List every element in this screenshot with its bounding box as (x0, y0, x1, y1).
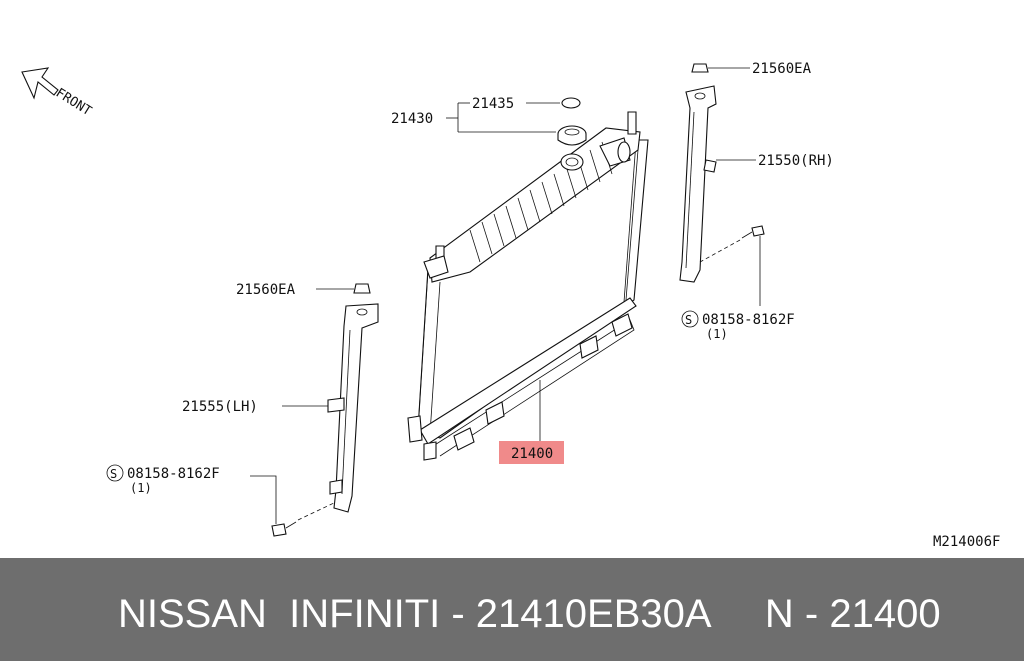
bolt-rh (699, 225, 765, 306)
bracket-lh (327, 303, 379, 513)
diagram-reference: M214006F (933, 534, 1000, 550)
grommet-rh (691, 63, 750, 73)
grommet-lh (316, 283, 371, 294)
label-grommet-lh: 21560EA (236, 282, 296, 298)
label-radiator[interactable]: 21400 (511, 446, 553, 462)
parts-diagram: FRONT (21, 61, 1001, 550)
bracket-rh (679, 85, 717, 283)
diagram-svg: FRONT (21, 61, 1000, 550)
radiator-cap (557, 125, 587, 146)
front-arrow-icon (21, 67, 59, 100)
cap-seal (561, 97, 581, 109)
front-label: FRONT (53, 86, 94, 120)
label-bracket-rh: 21550(RH) (758, 153, 834, 169)
label-bolt-lh-code: 08158-8162F (127, 466, 220, 482)
bolt-rh-symbol: S (685, 313, 692, 327)
radiator-label-highlight (499, 441, 564, 464)
radiator-core (407, 111, 649, 461)
footer-part-number: NISSAN INFINITI - 21410EB30A N - 21400 (118, 592, 941, 636)
label-bolt-rh-code: 08158-8162F (702, 312, 795, 328)
label-bolt-rh-qty: (1) (706, 327, 728, 341)
label-cap-seal: 21435 (472, 96, 514, 112)
bolt-lh-symbol: S (110, 467, 117, 481)
bolt-lh-symbol-circle (106, 464, 124, 482)
bolt-lh (250, 475, 337, 537)
label-bolt-lh-qty: (1) (130, 481, 152, 495)
cap-leader-lines (446, 102, 560, 133)
label-bracket-lh: 21555(LH) (182, 399, 258, 415)
bolt-rh-symbol-circle (681, 310, 699, 328)
footer-bar: NISSAN INFINITI - 21410EB30A N - 21400 (0, 558, 1024, 661)
label-grommet-rh: 21560EA (752, 61, 812, 77)
label-cap-assembly: 21430 (391, 111, 433, 127)
